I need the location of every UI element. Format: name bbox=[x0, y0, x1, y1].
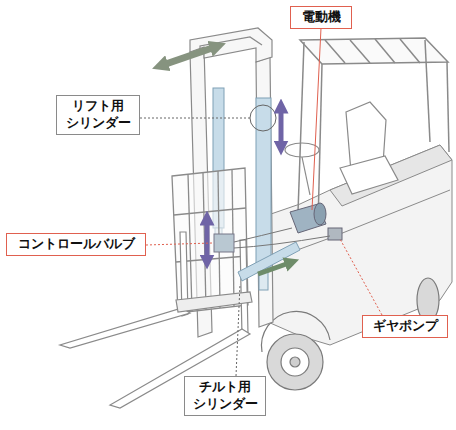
part-label: リフト用 シリンダー bbox=[63, 98, 133, 132]
guard-post bbox=[425, 40, 430, 142]
control-valve bbox=[214, 234, 234, 252]
leader-line bbox=[236, 284, 240, 376]
hose bbox=[234, 236, 330, 248]
guard-post bbox=[447, 62, 449, 152]
callout-box: コントロールバルブ bbox=[6, 233, 146, 256]
fork-carriage bbox=[176, 292, 252, 312]
part-label: チルト用 シリンダー bbox=[191, 379, 259, 413]
motor bbox=[290, 204, 326, 233]
wheel-hub bbox=[290, 357, 300, 367]
leader-line bbox=[340, 239, 382, 315]
fork-shank bbox=[240, 240, 248, 336]
wheel-hub bbox=[281, 348, 309, 376]
guard-bar bbox=[400, 39, 420, 63]
guard-post bbox=[298, 42, 304, 212]
guard-post bbox=[318, 64, 322, 225]
guard-bar bbox=[325, 40, 345, 63]
overhead-guard bbox=[298, 38, 449, 225]
lift-cylinder bbox=[256, 98, 271, 268]
lift-arrow bbox=[205, 218, 210, 262]
front-wheel bbox=[267, 334, 323, 390]
motion-arrows bbox=[160, 46, 292, 274]
backrest-bar bbox=[174, 208, 246, 215]
part-label: ギヤポンプ bbox=[369, 318, 441, 335]
fork-blade bbox=[60, 308, 190, 348]
guard-bar bbox=[375, 39, 395, 63]
callout-box: 電動機 bbox=[290, 6, 352, 29]
tilt-cylinder bbox=[238, 242, 300, 281]
steering-wheel bbox=[285, 143, 319, 157]
part-label: 電動機 bbox=[297, 9, 345, 26]
hydraulics bbox=[214, 203, 342, 281]
guard-bar bbox=[350, 40, 370, 63]
callout-box: チルト用 シリンダー bbox=[184, 376, 266, 416]
mast-rail bbox=[256, 57, 273, 327]
mast-crossbar bbox=[190, 28, 272, 62]
leader-line bbox=[146, 243, 213, 245]
leader-lines bbox=[140, 28, 382, 376]
highlight-circle bbox=[250, 105, 276, 131]
callout-box: ギヤポンプ bbox=[362, 315, 448, 338]
tilt-arrow bbox=[258, 262, 292, 274]
backrest-bar bbox=[203, 173, 206, 310]
steering-column bbox=[302, 157, 310, 195]
hose bbox=[234, 228, 292, 242]
seat bbox=[285, 102, 398, 195]
backrest-bar bbox=[188, 174, 192, 311]
leader-line bbox=[140, 118, 250, 119]
part-label: コントロールバルブ bbox=[13, 236, 139, 253]
motor-end bbox=[314, 203, 326, 225]
callout-box: リフト用 シリンダー bbox=[56, 95, 140, 135]
tilt-arrow bbox=[160, 46, 218, 66]
leader-line bbox=[312, 28, 321, 210]
lift-arrow bbox=[279, 106, 284, 148]
gear-pump bbox=[328, 228, 342, 240]
seat-cushion bbox=[340, 156, 398, 194]
